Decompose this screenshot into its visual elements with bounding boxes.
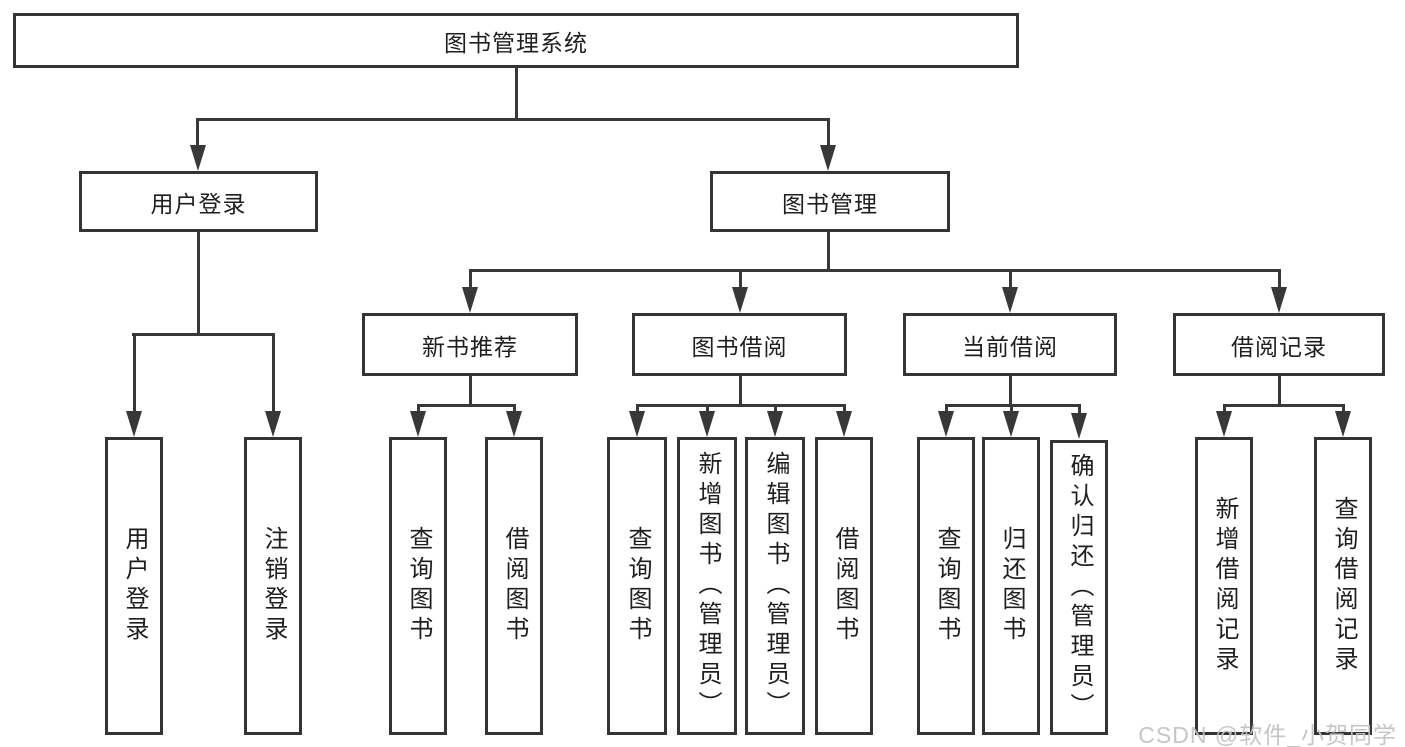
arrow-down-icon [1071, 413, 1087, 439]
connector-user-login-drop-2 [272, 336, 275, 413]
connector-root-drop-left [196, 121, 199, 148]
connector-borrow-stem [739, 376, 742, 407]
arrow-down-icon [1216, 411, 1232, 437]
leaf-recommend-query-books: 查询图书 [389, 437, 447, 735]
connector-book-mgmt-drop-2 [739, 272, 742, 289]
leaf-record-query-borrow-record: 查询借阅记录 [1314, 437, 1372, 735]
arrow-down-icon [1003, 411, 1019, 437]
arrow-down-icon [462, 287, 478, 313]
arrow-down-icon [836, 411, 852, 437]
arrow-down-icon [767, 411, 783, 437]
connector-record-rail [1223, 404, 1345, 407]
node-current-borrow: 当前借阅 [903, 313, 1117, 376]
connector-root-drop-right [827, 121, 830, 148]
node-book-borrow: 图书借阅 [632, 313, 847, 376]
arrow-down-icon [1002, 287, 1018, 313]
arrow-down-icon [938, 411, 954, 437]
connector-root-rail [196, 118, 830, 121]
connector-current-rail [945, 404, 1081, 407]
arrow-down-icon [1271, 287, 1287, 313]
leaf-borrow-add-books-admin: 新增图书（管理员） [677, 437, 737, 735]
arrow-down-icon [1335, 411, 1351, 437]
connector-user-login-rail [132, 333, 275, 336]
leaf-current-confirm-return-admin: 确认归还（管理员） [1050, 440, 1108, 735]
node-new-book-recommend: 新书推荐 [362, 313, 578, 376]
connector-root-stem [515, 68, 518, 121]
connector-book-mgmt-drop-3 [1009, 272, 1012, 289]
arrow-down-icon [265, 411, 281, 437]
leaf-recommend-borrow-books: 借阅图书 [485, 437, 543, 735]
arrow-down-icon [126, 411, 142, 437]
watermark: CSDN @软件_小贺同学 [1138, 722, 1397, 747]
connector-record-stem [1278, 376, 1281, 407]
connector-recommend-stem [469, 376, 472, 407]
connector-book-mgmt-drop-1 [469, 272, 472, 289]
leaf-record-add-borrow-record: 新增借阅记录 [1195, 437, 1253, 735]
leaf-logout: 注销登录 [244, 437, 302, 735]
arrow-down-icon [820, 145, 836, 171]
arrow-down-icon [732, 287, 748, 313]
connector-book-mgmt-rail [469, 269, 1281, 272]
arrow-down-icon [410, 411, 426, 437]
arrow-down-icon [629, 411, 645, 437]
leaf-borrow-edit-books-admin: 编辑图书（管理员） [745, 437, 805, 735]
connector-current-drop-3 [1078, 407, 1081, 415]
connector-user-login-stem [197, 232, 200, 336]
node-borrow-record: 借阅记录 [1173, 313, 1385, 376]
node-book-management: 图书管理 [710, 171, 950, 232]
connector-user-login-drop-1 [133, 336, 136, 413]
node-library-management-system: 图书管理系统 [13, 13, 1019, 68]
connector-borrow-rail [636, 404, 846, 407]
leaf-borrow-query-books: 查询图书 [607, 437, 667, 735]
node-user-login: 用户登录 [79, 171, 318, 232]
arrow-down-icon [190, 145, 206, 171]
connector-book-mgmt-stem [827, 232, 830, 272]
leaf-current-return-books: 归还图书 [982, 437, 1040, 735]
arrow-down-icon [699, 411, 715, 437]
leaf-current-query-books: 查询图书 [917, 437, 975, 735]
leaf-borrow-borrow-books: 借阅图书 [815, 437, 873, 735]
leaf-user-login: 用户登录 [105, 437, 163, 735]
arrow-down-icon [506, 411, 522, 437]
connector-book-mgmt-drop-4 [1278, 272, 1281, 289]
connector-recommend-rail [417, 404, 516, 407]
connector-current-stem [1009, 376, 1012, 407]
